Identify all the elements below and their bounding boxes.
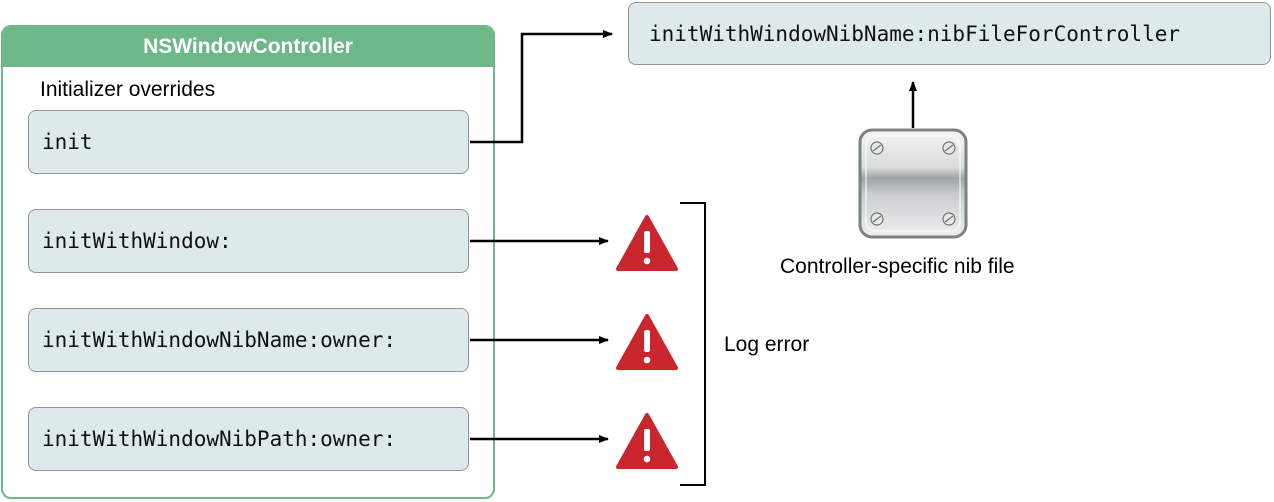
nib-file-caption: Controller-specific nib file xyxy=(780,255,1015,278)
method-init-with-window-nib-name-owner: initWithWindowNibName:owner: xyxy=(28,308,469,372)
controller-title: NSWindowController xyxy=(3,27,493,67)
target-method-box: initWithWindowNibName:nibFileForControll… xyxy=(628,2,1271,65)
warning-icon xyxy=(616,314,678,370)
method-init-with-window-nib-path-owner: initWithWindowNibPath:owner: xyxy=(28,407,469,471)
warning-icon xyxy=(616,413,678,469)
method-init-with-window: initWithWindow: xyxy=(28,209,469,273)
nib-file-icon xyxy=(858,128,968,239)
warning-icon xyxy=(616,215,678,271)
arrow-init-to-target xyxy=(470,30,613,144)
initializer-overrides-label: Initializer overrides xyxy=(40,78,216,101)
method-init: init xyxy=(28,110,469,174)
log-error-caption: Log error xyxy=(724,333,810,356)
log-error-bracket xyxy=(680,202,706,486)
